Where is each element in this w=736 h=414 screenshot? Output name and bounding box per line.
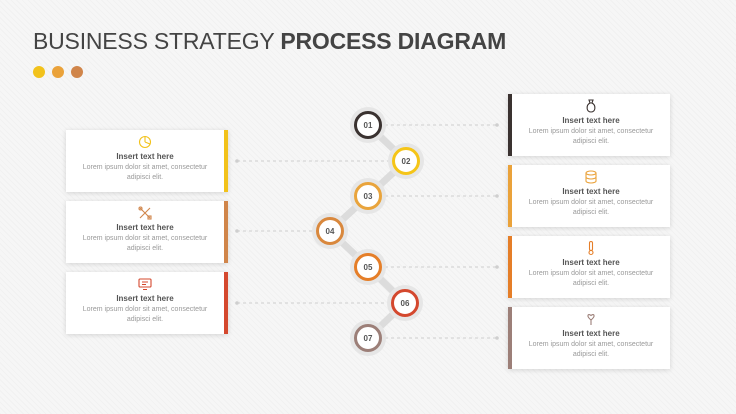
step-ring: 03 bbox=[354, 182, 382, 210]
card-body: Lorem ipsum dolor sit amet, consectetur … bbox=[82, 235, 208, 252]
step-ring: 05 bbox=[354, 253, 382, 281]
dot-brown bbox=[71, 66, 83, 78]
decorative-dots bbox=[33, 66, 83, 78]
monitor-icon bbox=[137, 276, 153, 292]
pie-chart-icon bbox=[137, 134, 153, 150]
left-card-3: Insert text here Lorem ipsum dolor sit a… bbox=[66, 272, 228, 334]
connector-end-left-1 bbox=[235, 159, 239, 163]
step-number: 07 bbox=[363, 333, 373, 343]
step-03: 03 bbox=[350, 178, 386, 214]
left-card-2: Insert text here Lorem ipsum dolor sit a… bbox=[66, 201, 228, 263]
page-title: BUSINESS STRATEGY PROCESS DIAGRAM bbox=[33, 28, 506, 55]
dot-orange bbox=[52, 66, 64, 78]
card-body: Lorem ipsum dolor sit amet, consectetur … bbox=[82, 164, 208, 181]
card-body: Lorem ipsum dolor sit amet, consectetur … bbox=[528, 128, 654, 145]
dot-yellow bbox=[33, 66, 45, 78]
step-number: 04 bbox=[325, 226, 335, 236]
title-bold: PROCESS DIAGRAM bbox=[280, 28, 507, 54]
step-number: 05 bbox=[363, 262, 373, 272]
card-title: Insert text here bbox=[116, 223, 174, 232]
connector-end-left-2 bbox=[235, 229, 239, 233]
title-light: BUSINESS STRATEGY bbox=[33, 28, 275, 54]
connector-end-left-3 bbox=[235, 301, 239, 305]
card-title: Insert text here bbox=[562, 329, 620, 338]
connector-end-right-1 bbox=[495, 123, 499, 127]
tools-icon bbox=[137, 205, 153, 221]
step-ring: 01 bbox=[354, 111, 382, 139]
step-ring: 04 bbox=[316, 217, 344, 245]
card-body: Lorem ipsum dolor sit amet, consectetur … bbox=[82, 306, 208, 323]
step-04: 04 bbox=[312, 213, 348, 249]
step-05: 05 bbox=[350, 249, 386, 285]
step-ring: 06 bbox=[391, 289, 419, 317]
card-body: Lorem ipsum dolor sit amet, consectetur … bbox=[528, 199, 654, 216]
coins-icon bbox=[583, 169, 599, 185]
step-02: 02 bbox=[388, 143, 424, 179]
step-number: 01 bbox=[363, 120, 373, 130]
right-card-2: Insert text here Lorem ipsum dolor sit a… bbox=[508, 165, 670, 227]
card-body: Lorem ipsum dolor sit amet, consectetur … bbox=[528, 341, 654, 358]
step-ring: 07 bbox=[354, 324, 382, 352]
step-01: 01 bbox=[350, 107, 386, 143]
step-number: 03 bbox=[363, 191, 373, 201]
card-body: Lorem ipsum dolor sit amet, consectetur … bbox=[528, 270, 654, 287]
right-card-1: Insert text here Lorem ipsum dolor sit a… bbox=[508, 94, 670, 156]
card-title: Insert text here bbox=[116, 294, 174, 303]
money-bag-icon bbox=[583, 98, 599, 114]
step-number: 02 bbox=[401, 156, 411, 166]
connector-end-right-2 bbox=[495, 194, 499, 198]
card-title: Insert text here bbox=[562, 187, 620, 196]
step-06: 06 bbox=[387, 285, 423, 321]
connector-end-right-4 bbox=[495, 336, 499, 340]
thermometer-icon bbox=[583, 240, 599, 256]
step-ring: 02 bbox=[392, 147, 420, 175]
step-number: 06 bbox=[400, 298, 410, 308]
right-card-4: Insert text here Lorem ipsum dolor sit a… bbox=[508, 307, 670, 369]
step-07: 07 bbox=[350, 320, 386, 356]
heart-hand-icon bbox=[583, 311, 599, 327]
card-title: Insert text here bbox=[562, 116, 620, 125]
connector-end-right-3 bbox=[495, 265, 499, 269]
card-title: Insert text here bbox=[562, 258, 620, 267]
left-card-1: Insert text here Lorem ipsum dolor sit a… bbox=[66, 130, 228, 192]
right-card-3: Insert text here Lorem ipsum dolor sit a… bbox=[508, 236, 670, 298]
card-title: Insert text here bbox=[116, 152, 174, 161]
